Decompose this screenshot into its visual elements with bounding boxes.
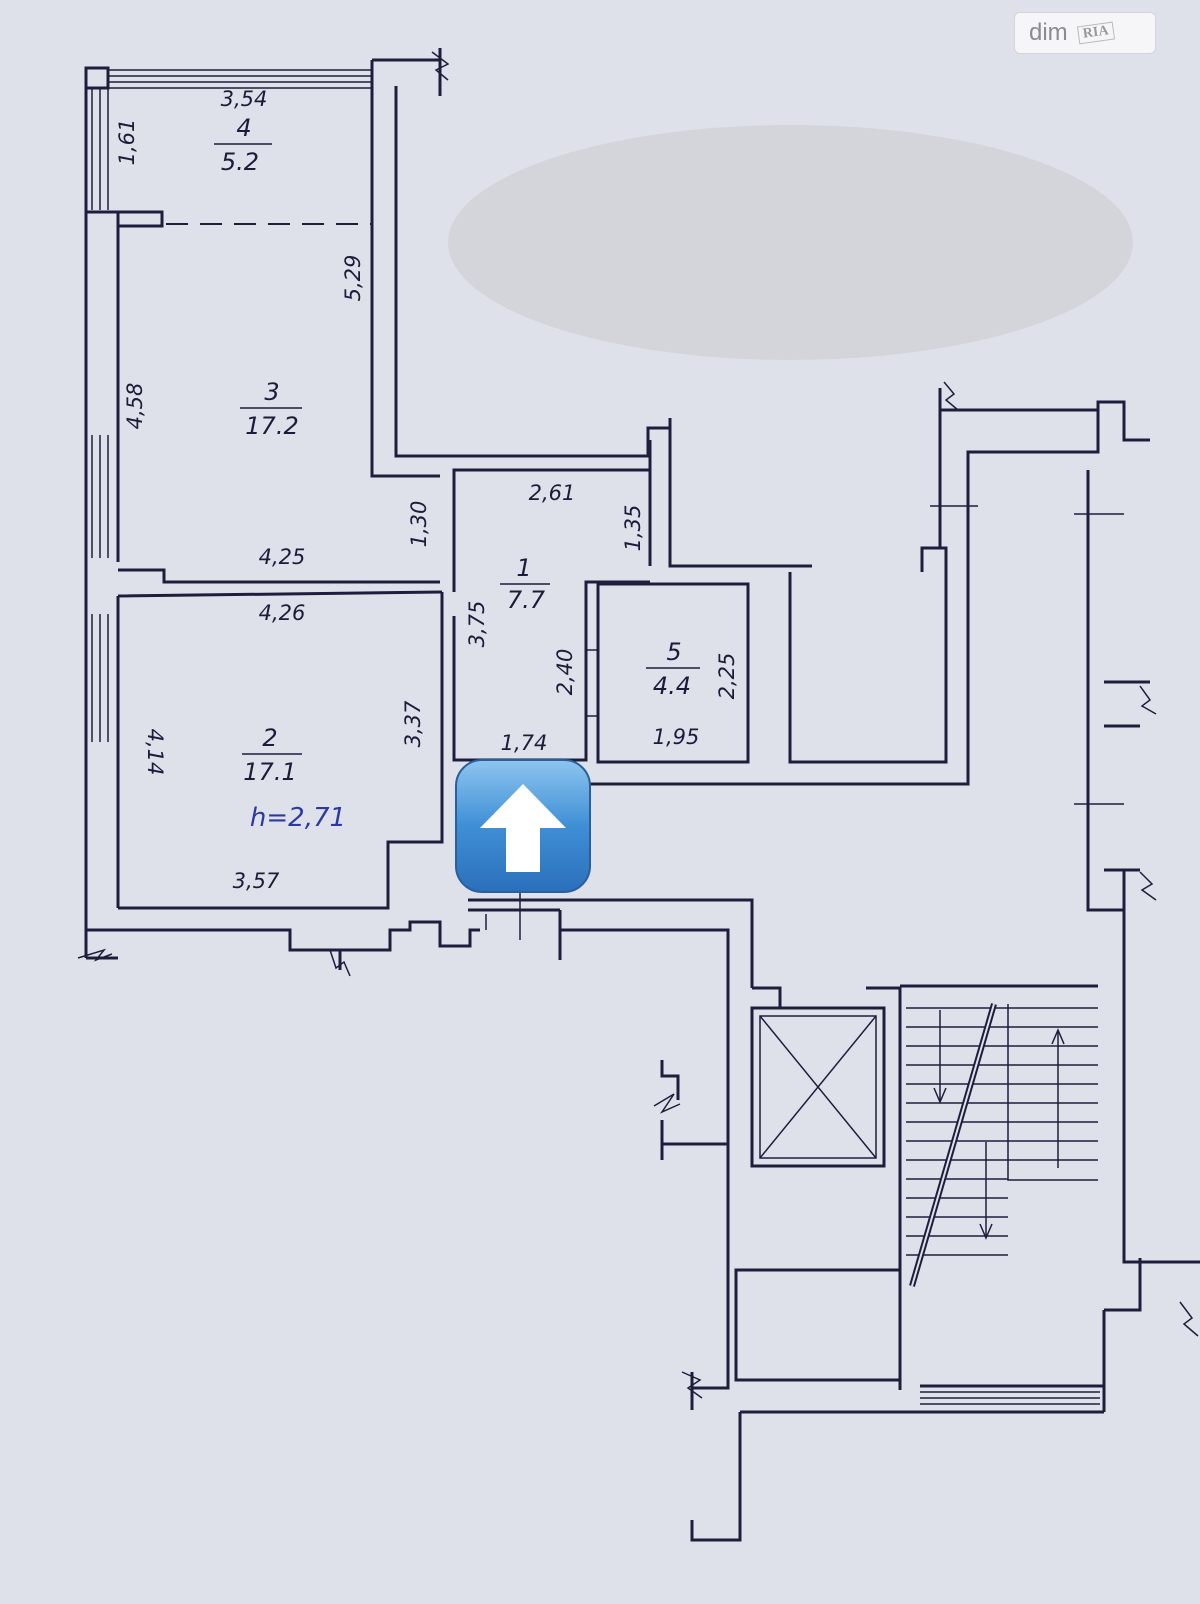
watermark-brand: dim bbox=[1029, 19, 1068, 46]
dim-r1-right-top: 1,35 bbox=[621, 505, 645, 552]
lower-lobby-walls bbox=[690, 868, 1142, 1542]
elevator-lobby-walls bbox=[734, 984, 1098, 1390]
dim-r4-width: 3,54 bbox=[221, 87, 268, 111]
balcony-window-top bbox=[84, 66, 372, 90]
dim-r1-top: 2,61 bbox=[529, 481, 576, 505]
room4-number: 4 bbox=[236, 114, 251, 142]
dim-r1-bottom: 1,74 bbox=[501, 731, 548, 755]
room4-area: 5.2 bbox=[221, 148, 259, 176]
dim-r3-side: 5,29 bbox=[341, 255, 365, 302]
redacted-area bbox=[448, 125, 1133, 360]
dim-r4-depth: 1,61 bbox=[115, 119, 139, 166]
window-left-top bbox=[91, 88, 109, 210]
elevator-shaft bbox=[750, 1006, 886, 1168]
left-facade-wall bbox=[84, 68, 164, 960]
wall-break-mark-right-2 bbox=[1139, 871, 1157, 901]
dim-r3-bottom: 4,25 bbox=[259, 545, 306, 569]
wall-break-mark-left-lobby bbox=[653, 1093, 681, 1114]
ceiling-height: h=2,71 bbox=[250, 803, 346, 833]
dim-r1-left-top: 1,30 bbox=[407, 501, 431, 548]
dim-r1-right: 2,40 bbox=[553, 649, 577, 696]
stair-direction-arrows bbox=[933, 1010, 1065, 1240]
room2-walls bbox=[86, 592, 480, 970]
dim-r1-left: 3,75 bbox=[465, 601, 489, 648]
room1-walls bbox=[452, 468, 652, 762]
right-facade-segments bbox=[1104, 680, 1150, 910]
wall-break-mark-right bbox=[1139, 685, 1157, 715]
room5-area: 4.4 bbox=[653, 672, 691, 700]
window-left-middle bbox=[91, 435, 109, 558]
dim-r2-top: 4,26 bbox=[259, 601, 306, 625]
dim-r2-bottom: 3,57 bbox=[233, 869, 280, 893]
dim-r5-bottom: 1,95 bbox=[653, 725, 700, 749]
wall-break-mark-lower bbox=[681, 1371, 703, 1399]
room5-number: 5 bbox=[666, 638, 681, 666]
stairs-bottom-landing bbox=[920, 1391, 1100, 1405]
watermark-logo: dim RIA bbox=[1014, 12, 1156, 54]
wall-break-mark-right-3 bbox=[1179, 1301, 1199, 1337]
dim-r2-right: 3,37 bbox=[401, 700, 425, 747]
entrance-threshold bbox=[468, 898, 754, 1146]
stair-landing-edge bbox=[1007, 1004, 1098, 1181]
room3-area: 17.2 bbox=[245, 412, 298, 440]
wall-break-mark-bottom bbox=[329, 949, 351, 977]
wall-break-mark bbox=[431, 51, 450, 81]
room1-number: 1 bbox=[516, 554, 531, 582]
up-arrow-icon bbox=[455, 759, 591, 893]
apartment-right-wall bbox=[370, 48, 812, 742]
wall-break-mark-top-right bbox=[943, 381, 959, 411]
room1-area: 7.7 bbox=[507, 586, 546, 614]
watermark-sub: RIA bbox=[1076, 21, 1115, 45]
lobby-left-jog bbox=[660, 1060, 680, 1160]
room3-number: 3 bbox=[264, 378, 279, 406]
room2-number: 2 bbox=[262, 724, 277, 752]
room5-walls bbox=[596, 582, 750, 764]
dim-r3-left: 4,58 bbox=[123, 383, 147, 430]
corridor-walls bbox=[586, 388, 1200, 1264]
window-left-bottom bbox=[91, 614, 109, 742]
partition-r3-r2 bbox=[117, 568, 443, 598]
dim-r2-left: 4,14 bbox=[143, 729, 167, 776]
dim-r5-side: 2,25 bbox=[715, 653, 739, 700]
room2-area: 17.1 bbox=[243, 758, 296, 786]
wall-break-mark-bottom-left bbox=[77, 948, 113, 962]
